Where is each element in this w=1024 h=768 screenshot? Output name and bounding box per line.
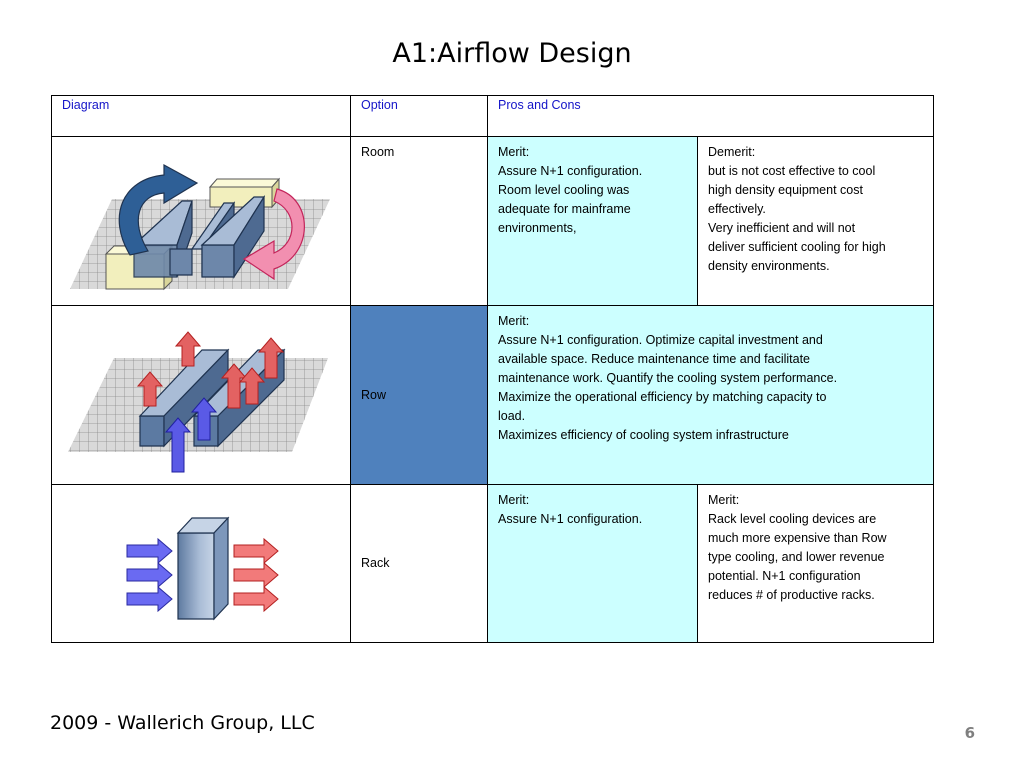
merit-line: Assure N+1 configuration. Optimize capit… [498, 333, 823, 347]
room-cooling-diagram-icon [70, 163, 330, 291]
option-cell-rack: Rack [350, 484, 488, 643]
rack-cooling-diagram-icon [126, 516, 279, 621]
slide-footer: 2009 - Wallerich Group, LLC [50, 712, 315, 734]
option-label-room: Room [361, 145, 395, 159]
merit2-line: type cooling, and lower revenue [708, 550, 885, 564]
demerit-title-room: Demerit: [708, 145, 756, 159]
merit-line: maintenance work. Quantify the cooling s… [498, 371, 838, 385]
demerit-cell-room: Demerit: but is not cost effective to co… [697, 136, 934, 306]
merit-title-room: Merit: [498, 145, 530, 159]
merit-line: Maximizes efficiency of cooling system i… [498, 428, 789, 442]
merit-line: Assure N+1 configuration. [498, 512, 643, 526]
merit-title-row: Merit: [498, 314, 530, 328]
table-row-room: Room Merit: Assure N+1 configuration. Ro… [51, 136, 934, 306]
merit-title-rack: Merit: [498, 493, 530, 507]
table-row-row: Row Merit: Assure N+1 configuration. Opt… [51, 305, 934, 485]
header-diagram-cell: Diagram [51, 95, 351, 137]
demerit-line: but is not cost effective to cool [708, 164, 876, 178]
merit2-cell-rack: Merit: Rack level cooling devices are mu… [697, 484, 934, 643]
merit-line: load. [498, 409, 526, 423]
header-option: Option [361, 98, 398, 112]
demerit-line: Very inefficient and will not [708, 221, 856, 235]
page-number: 6 [964, 724, 975, 742]
slide-title: A1:Airflow Design [392, 38, 632, 69]
merit-line: available space. Reduce maintenance time… [498, 352, 810, 366]
diagram-cell-row [51, 305, 351, 485]
table-row-rack: Rack Merit: Assure N+1 configuration. Me… [51, 484, 934, 643]
row-cooling-diagram-icon [68, 331, 328, 473]
header-pros-cons: Pros and Cons [498, 98, 581, 112]
option-label-row: Row [361, 387, 387, 402]
option-cell-room: Room [350, 136, 488, 306]
header-pros-cons-cell: Pros and Cons [487, 95, 934, 137]
demerit-line: density environments. [708, 259, 830, 273]
merit2-title-rack: Merit: [708, 493, 740, 507]
merit-line: environments, [498, 221, 577, 235]
diagram-cell-room [51, 136, 351, 306]
header-option-cell: Option [350, 95, 488, 137]
table-header-row: Diagram Option Pros and Cons [51, 95, 934, 137]
merit-line: Maximize the operational efficiency by m… [498, 390, 827, 404]
merit-line: adequate for mainframe [498, 202, 631, 216]
merit2-line: Rack level cooling devices are [708, 512, 877, 526]
merit-cell-row: Merit: Assure N+1 configuration. Optimiz… [487, 305, 934, 485]
merit2-line: much more expensive than Row [708, 531, 887, 545]
merit-line: Room level cooling was [498, 183, 630, 197]
demerit-line: deliver sufficient cooling for high [708, 240, 886, 254]
diagram-cell-rack [51, 484, 351, 643]
merit-cell-room: Merit: Assure N+1 configuration. Room le… [487, 136, 698, 306]
merit-line: Assure N+1 configuration. [498, 164, 643, 178]
header-diagram: Diagram [62, 98, 110, 112]
merit2-line: reduces # of productive racks. [708, 588, 875, 602]
option-label-rack: Rack [361, 556, 390, 570]
merit2-line: potential. N+1 configuration [708, 569, 861, 583]
option-cell-row: Row [350, 305, 488, 485]
airflow-options-table: Diagram Option Pros and Cons [51, 95, 934, 643]
demerit-line: high density equipment cost [708, 183, 863, 197]
demerit-line: effectively. [708, 202, 766, 216]
merit-cell-rack: Merit: Assure N+1 configuration. [487, 484, 698, 643]
